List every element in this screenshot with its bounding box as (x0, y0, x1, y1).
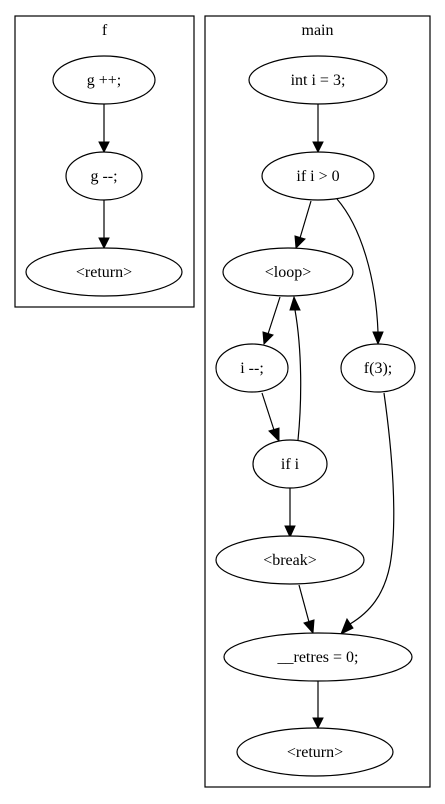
edge-call-to-retres-arrowhead (340, 617, 354, 636)
edge-if-gt-to-call-arrowhead (372, 331, 384, 346)
cluster-main-title: main (302, 22, 334, 39)
node-main-retres-shape (223, 632, 413, 682)
node-main-init: int i = 3; (248, 55, 388, 105)
node-main-if-gt-label: if i > 0 (296, 168, 339, 185)
node-main-break-shape (215, 535, 365, 585)
node-main-retres-label: __retres = 0; (277, 649, 359, 666)
node-main-break: <break> (215, 535, 365, 585)
node-f-g-dec: g --; (65, 151, 143, 201)
node-main-if-i-label: if i (281, 456, 300, 473)
edge-loop-to-dec-arrowhead (262, 331, 274, 346)
edge-g-dec-to-return-arrowhead (98, 237, 110, 250)
edge-if-gt-to-call (336, 198, 379, 333)
edge-if-i-to-loop-arrowhead (289, 295, 301, 311)
node-main-if-gt: if i > 0 (261, 151, 375, 201)
node-main-dec-shape (215, 343, 289, 393)
node-f-g-inc: g ++; (52, 55, 156, 105)
node-main-loop-shape (222, 247, 354, 297)
node-f-g-dec-shape (65, 151, 143, 201)
edges (98, 104, 395, 730)
node-main-return-shape (236, 727, 394, 777)
edge-break-to-retres (298, 584, 310, 623)
node-main-call-label: f(3); (364, 360, 392, 377)
edge-g-inc-to-g-dec-arrowhead (98, 141, 110, 154)
node-main-call-shape (340, 343, 416, 393)
edge-break-to-retres-arrowhead (303, 619, 315, 635)
edge-loop-to-dec (267, 296, 281, 335)
cluster-main: main (204, 15, 431, 788)
edge-init-to-if-gt-arrowhead (312, 141, 324, 154)
node-main-init-shape (248, 55, 388, 105)
node-main-dec: i --; (215, 343, 289, 393)
node-main-break-label: <break> (263, 552, 317, 569)
node-main-call: f(3); (340, 343, 416, 393)
edge-dec-to-if-i (261, 392, 275, 431)
edge-dec-to-if-i-arrowhead (268, 427, 280, 443)
edge-if-gt-to-loop (299, 200, 312, 239)
node-main-init-label: int i = 3; (291, 72, 346, 89)
node-f-g-inc-shape (52, 55, 156, 105)
cluster-f-title: f (102, 22, 108, 39)
node-f-return: <return> (25, 247, 183, 297)
node-main-return-label: <return> (287, 744, 343, 761)
cluster-main-frame (204, 15, 431, 788)
node-main-retres: __retres = 0; (223, 632, 413, 682)
node-f-return-shape (25, 247, 183, 297)
edge-if-gt-to-loop-arrowhead (294, 235, 306, 250)
node-main-return: <return> (236, 727, 394, 777)
node-main-if-i: if i (252, 439, 328, 489)
node-main-dec-label: i --; (240, 360, 264, 377)
edge-call-to-retres (349, 392, 395, 625)
node-main-if-i-shape (252, 439, 328, 489)
node-f-g-inc-label: g ++; (87, 72, 122, 89)
node-f-g-dec-label: g --; (90, 168, 117, 185)
cluster-f-frame (14, 15, 195, 308)
node-f-return-label: <return> (76, 264, 132, 281)
edge-if-i-to-loop (294, 309, 302, 441)
edge-retres-to-return-arrowhead (312, 717, 324, 730)
node-main-loop: <loop> (222, 247, 354, 297)
cluster-f: f (14, 15, 195, 308)
node-main-loop-label: <loop> (265, 264, 312, 281)
node-main-if-gt-shape (261, 151, 375, 201)
edge-if-i-to-break-arrowhead (284, 525, 296, 539)
